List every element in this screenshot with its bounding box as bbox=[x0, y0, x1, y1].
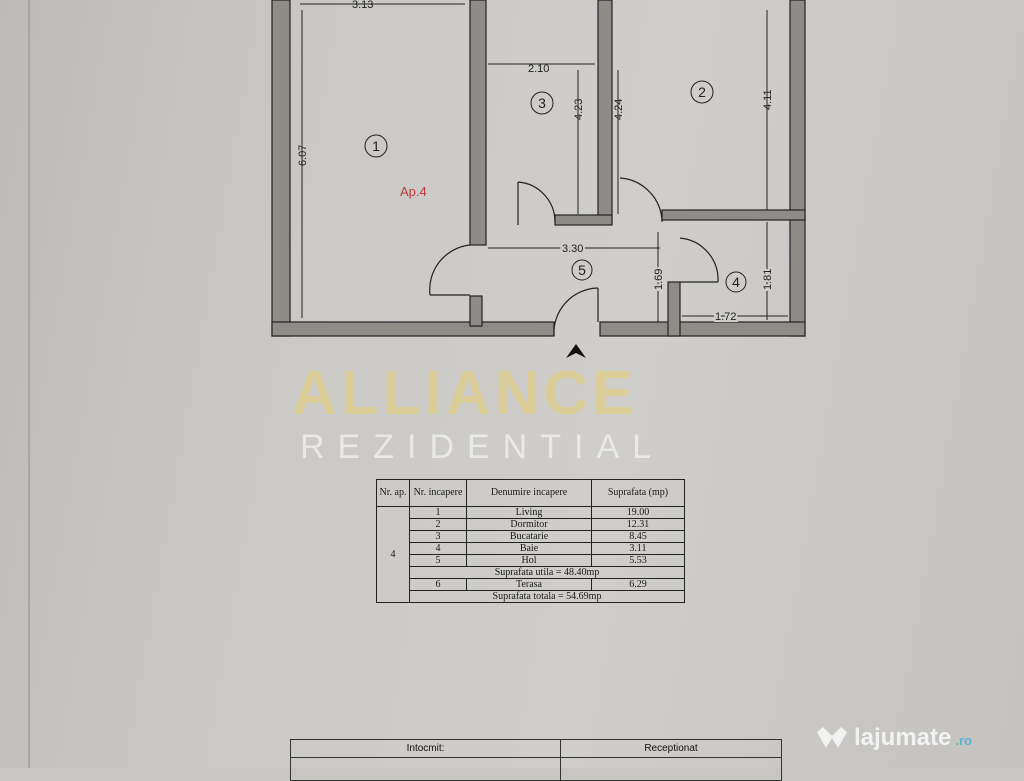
entrance-arrow-icon bbox=[566, 344, 586, 358]
dim-bedroom-height: 4.11 bbox=[762, 89, 774, 110]
header-nr-ap: Nr. ap. bbox=[376, 479, 410, 507]
wall-left bbox=[271, 0, 291, 337]
area-table: Nr. ap. Nr. incapere Denumire incapere S… bbox=[376, 479, 685, 603]
dim-kitchen-width: 2.10 bbox=[528, 63, 549, 75]
signature-table: Intocmit: Receptionat bbox=[289, 739, 782, 781]
dim-kitchen-height: 4.23 bbox=[573, 99, 585, 120]
room-number-4: 4 bbox=[732, 274, 740, 290]
dim-top-living: 3.13 bbox=[352, 0, 373, 11]
door-swing-bedroom bbox=[619, 177, 663, 223]
cell-name: Bucatarie bbox=[466, 530, 592, 543]
signature-header-row: Intocmit: Receptionat bbox=[289, 739, 782, 758]
room-marker-5 bbox=[571, 259, 593, 281]
cell-name: Terasa bbox=[466, 578, 592, 591]
header-nr-incapere: Nr. incapere bbox=[409, 479, 467, 507]
wall-living-bottom-stub bbox=[469, 295, 483, 327]
door-swing-kitchen bbox=[517, 181, 556, 223]
dim-hall-height: 1.69 bbox=[653, 269, 665, 290]
wall-bottom-right bbox=[599, 321, 806, 337]
cell-name: Hol bbox=[466, 554, 592, 567]
dim-bath-height: 1.81 bbox=[762, 269, 774, 290]
door-swing-bath bbox=[679, 237, 719, 283]
apartment-cell: 4 bbox=[376, 506, 410, 603]
room-marker-2 bbox=[690, 80, 714, 104]
lajumate-logo: lajumate.ro bbox=[814, 724, 972, 752]
dim-living-height: 6.07 bbox=[297, 145, 309, 166]
watermark-sub: REZIDENTIAL bbox=[300, 428, 665, 466]
cell-area: 8.45 bbox=[591, 530, 685, 543]
total-area-row: Suprafata totala = 54.69mp bbox=[377, 590, 685, 603]
lajumate-tld: .ro bbox=[955, 733, 972, 748]
cell-name: Baie bbox=[466, 542, 592, 555]
room-marker-3 bbox=[530, 91, 554, 115]
cell-name: Living bbox=[466, 506, 592, 519]
usable-area-row: Suprafata utila = 48.40mp bbox=[377, 566, 685, 579]
wall-bath-top bbox=[661, 209, 806, 221]
wall-bath-left bbox=[667, 281, 681, 337]
door-swing-living bbox=[429, 244, 471, 296]
room-number-5: 5 bbox=[578, 262, 586, 278]
cell-area: 5.53 bbox=[591, 554, 685, 567]
cell-area: 6.29 bbox=[591, 578, 685, 591]
footer-intocmit: Intocmit: bbox=[289, 739, 562, 758]
dim-hall-width: 3.30 bbox=[562, 243, 583, 255]
header-suprafata: Suprafata (mp) bbox=[591, 479, 685, 507]
cell-area: 19.00 bbox=[591, 506, 685, 519]
room-number-2: 2 bbox=[698, 84, 706, 100]
cell-nr: 4 bbox=[409, 542, 467, 555]
cell-name: Dormitor bbox=[466, 518, 592, 531]
footer-empty-right bbox=[560, 757, 782, 781]
wall-kitchen-bedroom bbox=[597, 0, 613, 223]
total-area: Suprafata totala = 54.69mp bbox=[409, 590, 685, 603]
room-number-3: 3 bbox=[538, 95, 546, 111]
wall-living-kitchen bbox=[469, 0, 487, 246]
dim-bath-width: 1.72 bbox=[715, 311, 736, 323]
room-number-1: 1 bbox=[372, 138, 380, 154]
cell-area: 3.11 bbox=[591, 542, 685, 555]
room-marker-1 bbox=[364, 134, 388, 158]
cell-nr: 3 bbox=[409, 530, 467, 543]
wall-bottom-left bbox=[271, 321, 555, 337]
paper-edge bbox=[28, 0, 30, 768]
room-marker-4 bbox=[725, 271, 747, 293]
cell-nr: 1 bbox=[409, 506, 467, 519]
table-header-row: Nr. ap. Nr. incapere Denumire incapere S… bbox=[376, 479, 685, 507]
lajumate-heart-icon bbox=[817, 727, 847, 748]
cell-nr: 5 bbox=[409, 554, 467, 567]
table-row: 4 1 Living 19.00 bbox=[376, 506, 685, 603]
usable-area: Suprafata utila = 48.40mp bbox=[409, 566, 685, 579]
lajumate-name: lajumate bbox=[854, 724, 952, 751]
dim-bedroom-left-height: 4.24 bbox=[613, 99, 625, 120]
signature-row bbox=[289, 757, 782, 781]
cell-area: 12.31 bbox=[591, 518, 685, 531]
cell-nr: 2 bbox=[409, 518, 467, 531]
header-denumire: Denumire incapere bbox=[466, 479, 592, 507]
cell-nr: 6 bbox=[409, 578, 467, 591]
wall-kitchen-bottom bbox=[554, 214, 613, 226]
wall-right bbox=[789, 0, 806, 337]
apartment-label: Ap.4 bbox=[400, 184, 427, 199]
footer-empty-left bbox=[289, 757, 562, 781]
door-swing-entrance bbox=[553, 287, 599, 337]
watermark-brand: ALLIANCE bbox=[292, 359, 638, 428]
footer-receptionat: Receptionat bbox=[560, 739, 782, 758]
